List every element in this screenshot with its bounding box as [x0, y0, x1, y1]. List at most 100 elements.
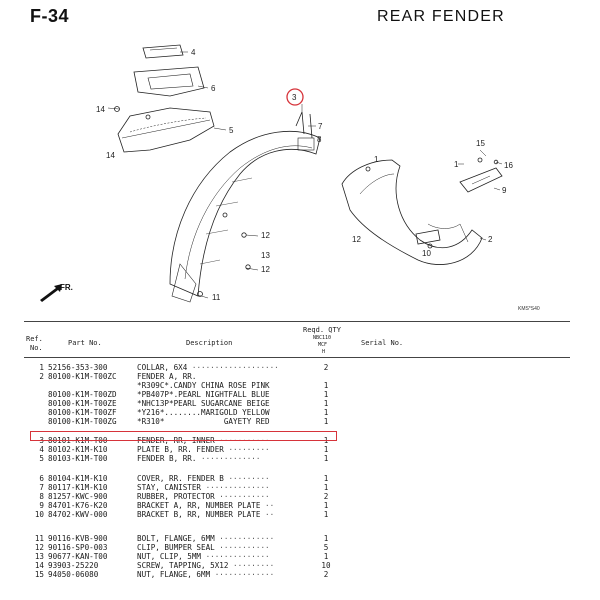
part-no: 84702-KWV-000 [48, 510, 108, 519]
table-row: *R309C*.CANDY CHINA ROSE PINK 1 [0, 381, 600, 390]
svg-text:FR.: FR. [60, 283, 73, 292]
header-no: No. [30, 344, 43, 352]
description: *R309C*.CANDY CHINA ROSE PINK [137, 381, 270, 390]
ref-no: 10 [34, 510, 44, 519]
ref-no: 12 [34, 543, 44, 552]
part-no: 90116-SP0-003 [48, 543, 108, 552]
callout-3: 3 [292, 93, 297, 102]
ref-no: 8 [39, 492, 44, 501]
description: BRACKET A, RR, NUMBER PLATE ·· [137, 501, 275, 510]
quantity: 1 [323, 390, 329, 399]
description: *R310* GAYETY RED [137, 417, 270, 426]
part-fender-a [341, 159, 483, 265]
part-no: 80100-K1M-T00ZD [48, 390, 117, 399]
table-top-rule [24, 321, 570, 322]
table-row: 80100-K1M-T00ZF *Y216*........MARIGOLD YE… [0, 408, 600, 417]
exploded-parts-diagram: 4 6 14 5 3 7 8 15 1 16 9 2 12 13 12 10 1… [40, 44, 540, 312]
callout-12c: 12 [352, 235, 361, 244]
part-no: 84701-K76-K20 [48, 501, 108, 510]
part-fender-rr-inner [169, 130, 321, 297]
part-no: 81257-KWC-900 [48, 492, 108, 501]
part-bracket-b-number-plate [415, 229, 441, 245]
callout-8: 8 [317, 135, 322, 144]
header-ref: Ref. [26, 335, 43, 343]
front-direction-arrow: FR. [40, 283, 73, 302]
leader-dots: ········· [223, 474, 270, 483]
description: RUBBER, PROTECTOR ··········· [137, 492, 270, 501]
part-no: 90677-KAN-T00 [48, 552, 108, 561]
quantity: 1 [323, 510, 329, 519]
header-description: Description [186, 339, 233, 347]
callout-6: 6 [211, 84, 216, 93]
leader-dots: ············ [214, 534, 275, 543]
quantity: 1 [323, 381, 329, 390]
callout-14: 14 [96, 105, 105, 114]
part-no: 80100-K1M-T00ZF [48, 408, 117, 417]
description: FENDER B, RR. ············· [137, 454, 261, 463]
ref-no: 13 [34, 552, 44, 561]
description: *PB407P*.PEARL NIGHTFALL BLUE [137, 390, 270, 399]
ref-no: 6 [39, 474, 44, 483]
leader-dots: ·· [260, 501, 275, 510]
table-row: 5 80103-K1M-T00 FENDER B, RR. ············… [0, 454, 600, 463]
part-no: 80100-K1M-T00ZC [48, 372, 117, 381]
description: BOLT, FLANGE, 6MM ············ [137, 534, 275, 543]
table-row: 8 81257-KWC-900 RUBBER, PROTECTOR ········… [0, 492, 600, 501]
part-no: 94050-06080 [48, 570, 99, 579]
callout-16: 16 [504, 161, 513, 170]
leader-dots: ············· [196, 454, 261, 463]
callout-1: 1 [454, 160, 459, 169]
table-row: 80100-K1M-T00ZD *PB407P*.PEARL NIGHTFALL … [0, 390, 600, 399]
leader-dots: ·············· [201, 483, 270, 492]
quantity: 1 [323, 417, 329, 426]
part-cover-rr-fender-b [133, 66, 205, 97]
ref-no: 5 [39, 454, 44, 463]
header-serial-no: Serial No. [361, 339, 404, 347]
leader-dots: ·· [260, 510, 275, 519]
callout-2: 2 [488, 235, 493, 244]
part-no: 80100-K1M-T00ZG [48, 417, 117, 426]
part-fender-b [117, 107, 215, 153]
part-no: 90116-KVB-900 [48, 534, 108, 543]
callout-10: 10 [422, 249, 431, 258]
description: PLATE B, RR. FENDER ········· [137, 445, 270, 454]
ref-no: 11 [34, 534, 44, 543]
callout-15: 15 [476, 139, 485, 148]
leader-dots: ··········· [214, 543, 270, 552]
callout-14b: 14 [106, 151, 115, 160]
highlight-callout-circle [286, 88, 304, 106]
description: STAY, CANISTER ·············· [137, 483, 270, 492]
callout-11: 11 [212, 293, 221, 302]
quantity: 10 [321, 561, 331, 570]
description: NUT, FLANGE, 6MM ············· [137, 570, 275, 579]
description: CLIP, BUMPER SEAL ··········· [137, 543, 270, 552]
quantity: 1 [323, 408, 329, 417]
quantity: 1 [323, 552, 329, 561]
header-model-2: MCF [318, 342, 328, 348]
page-code: F-34 [30, 6, 70, 26]
description: *Y216*........MARIGOLD YELLOW [137, 408, 270, 417]
part-no: 80102-K1M-K10 [48, 445, 108, 454]
table-row: 7 80117-K1M-K10 STAY, CANISTER ···········… [0, 483, 600, 492]
quantity: 2 [323, 570, 329, 579]
quantity: 2 [323, 492, 329, 501]
leader-dots: ··········· [214, 492, 270, 501]
quantity: 1 [323, 474, 329, 483]
header-model-1: NBC110 [313, 335, 332, 341]
quantity: 1 [323, 501, 329, 510]
quantity: 1 [323, 454, 329, 463]
part-no: 80100-K1M-T00ZE [48, 399, 117, 408]
ref-no: 7 [39, 483, 44, 492]
part-no: 80117-K1M-K10 [48, 483, 108, 492]
quantity: 1 [323, 399, 329, 408]
callout-5: 5 [229, 126, 234, 135]
highlighted-row-box [30, 431, 337, 441]
part-no: 80103-K1M-T00 [48, 454, 108, 463]
quantity: 5 [323, 543, 329, 552]
